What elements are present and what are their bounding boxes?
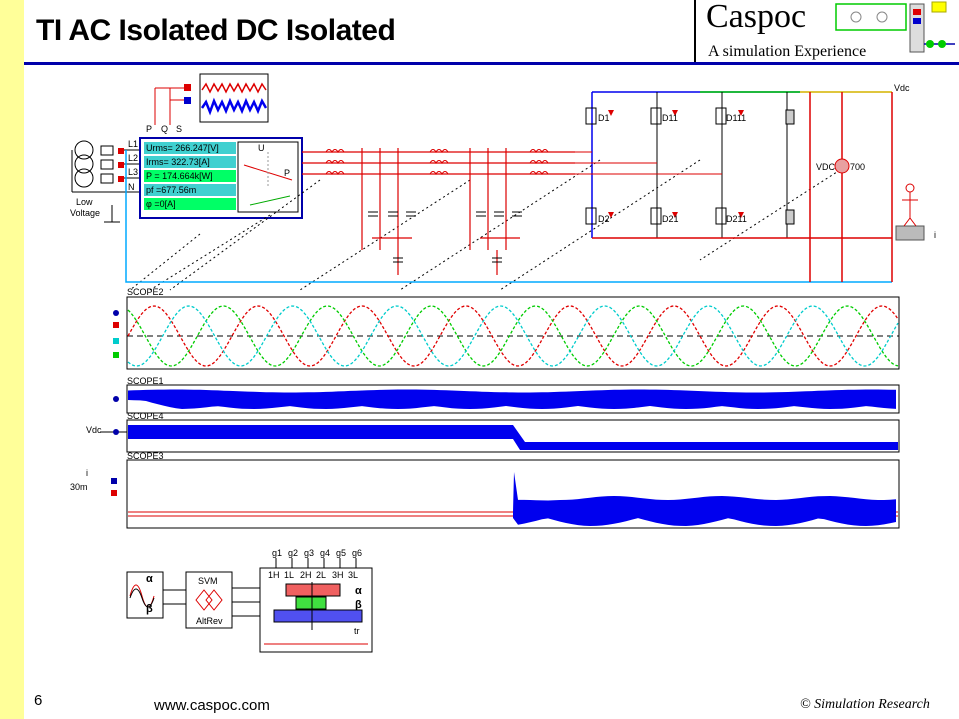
meter-phi: φ =0[A] [146, 199, 176, 209]
ac-source [71, 140, 140, 223]
vdc-probe-label: Vdc [894, 83, 910, 93]
diode-label-d21: D21 [662, 214, 679, 224]
pqs-label-p: P [146, 124, 152, 134]
scope4-band-after [513, 425, 898, 450]
page-title: TI AC Isolated DC Isolated [36, 14, 396, 47]
source-name-line2: Voltage [70, 208, 100, 218]
leg-label-1H: 1H [268, 570, 280, 580]
website-url: www.caspoc.com [154, 697, 270, 714]
meter-pf: pf =677.56m [146, 185, 196, 195]
gate-label-g2: g2 [288, 548, 298, 558]
header-rule [24, 62, 959, 65]
diode-label-d111: D111 [726, 113, 746, 123]
scope4-name: SCOPE4 [127, 411, 164, 421]
current-probe-label: i [934, 230, 936, 240]
copyright-notice: © Simulation Research [800, 697, 930, 712]
phase-label-n: N [128, 182, 135, 192]
meter-urms: Urms= 266.247[V] [146, 143, 219, 153]
inductors [325, 149, 549, 175]
scope1-current-band [128, 389, 896, 409]
leg-label-1L: 1L [284, 570, 294, 580]
diode-label-d211: D211 [726, 214, 747, 224]
scope1-name: SCOPE1 [127, 376, 164, 386]
phasor-u-label: U [258, 143, 265, 153]
diode-label-d1: D1 [598, 113, 610, 123]
diode-label-d2: D2 [598, 214, 610, 224]
phase-label-l3: L3 [128, 167, 138, 177]
scope4-input-label: Vdc [86, 425, 102, 435]
phasor-p-label: P [284, 168, 290, 178]
scope2-phase-c-wave [127, 305, 899, 367]
accent-bar [0, 0, 24, 719]
meter-power: P = 174.664k[W] [146, 171, 213, 181]
svm-block-label: SVM [198, 576, 218, 586]
gate-label-g6: g6 [352, 548, 362, 558]
dc-source-label: VDC [816, 162, 836, 172]
source-name-line1: Low [76, 197, 93, 207]
phase-label-l2: L2 [128, 153, 138, 163]
pqs-label-q: Q [161, 124, 168, 134]
gate-label-g5: g5 [336, 548, 346, 558]
control-alpha-input: α [146, 573, 153, 585]
page-number: 6 [34, 692, 43, 709]
dc-source-value: 700 [850, 162, 865, 172]
header-divider [694, 0, 696, 64]
inverter-bridge [575, 91, 925, 282]
leg-label-2H: 2H [300, 570, 312, 580]
gate-label-g1: g1 [272, 548, 282, 558]
leg-labels: 1H 1L 2H 2L 3H 3L [268, 570, 358, 580]
filter-capacitors [368, 211, 522, 263]
filter-network [302, 148, 575, 275]
control-beta-output: β [355, 599, 362, 611]
phase-label-l1: L1 [128, 139, 138, 149]
scope3-name: SCOPE3 [127, 451, 164, 461]
diode-label-d11: D11 [662, 113, 678, 123]
probe-lines [129, 159, 841, 291]
scope2-phase-b-wave [127, 305, 899, 367]
scope3-input-label: i [86, 468, 88, 478]
scope3-scale-label: 30m [70, 482, 88, 492]
scope4-band-before [128, 425, 513, 439]
brand-subtitle: A simulation Experience [708, 43, 867, 60]
scope2-frame [126, 296, 900, 370]
control-alpha-output: α [355, 585, 362, 597]
control-tr-output: tr [354, 626, 360, 636]
brand-logo [835, 1, 955, 53]
control-section [126, 567, 373, 653]
control-beta-input: β [146, 603, 153, 615]
scope2-phase-a-wave [127, 305, 899, 367]
svm-block-sublabel: AltRev [196, 616, 223, 626]
gate-label-g4: g4 [320, 548, 330, 558]
gate-labels: g1 g2 g3 g4 g5 g6 [272, 548, 362, 568]
meter-irms: Irms= 322.73[A] [146, 157, 210, 167]
scope2-name: SCOPE2 [127, 287, 164, 297]
leg-label-3L: 3L [348, 570, 358, 580]
pqs-label-s: S [176, 124, 182, 134]
gate-label-g3: g3 [304, 548, 314, 558]
brand-name: Caspoc [706, 0, 807, 35]
leg-label-2L: 2L [316, 570, 326, 580]
mini-scope [199, 73, 269, 123]
leg-label-3H: 3H [332, 570, 344, 580]
scope3-current-band [513, 472, 896, 526]
